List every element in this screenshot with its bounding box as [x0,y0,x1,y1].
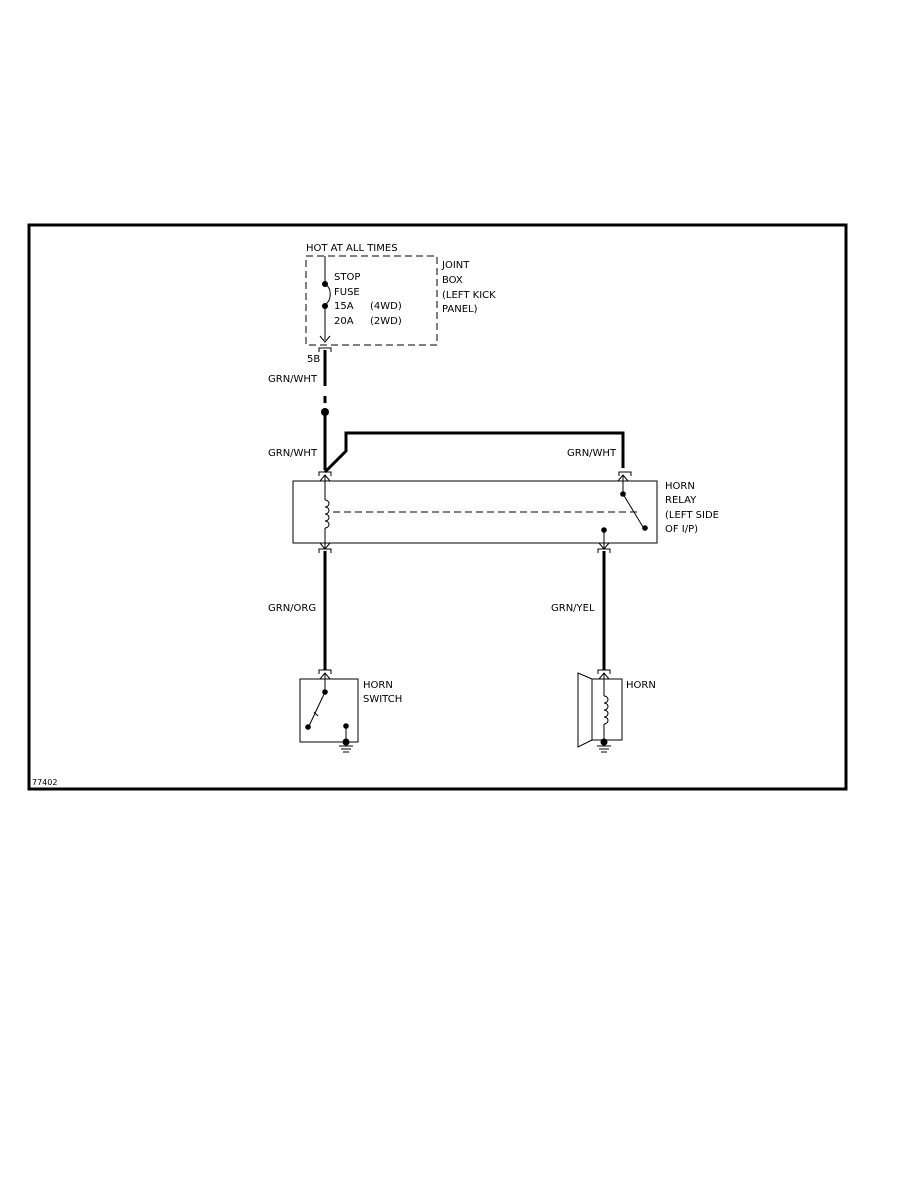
joint-box-label-1: JOINT [441,260,470,271]
horn-label: HORN [626,680,656,691]
relay-switch-contact [601,471,648,548]
fuse-variant-2: (2WD) [370,316,402,327]
horn-switch-contact [305,673,349,742]
fuse-name-line2: FUSE [334,287,360,298]
horn-switch-box [299,678,359,743]
fuse-variant-1: (4WD) [370,301,402,312]
horn-wire-label: GRN/YEL [551,603,595,614]
relay-switch-feed-wire [323,431,625,474]
fuse-rating-1: 15A [334,301,354,312]
relay-switch-feed-label: GRN/WHT [567,448,617,459]
relay-label-1: HORN [665,481,695,492]
horn-coil [603,673,609,742]
fuse-name-line1: STOP [334,272,360,283]
fuse-rating-2: 20A [334,316,354,327]
relay-horn-output-connector [597,542,611,553]
horn-switch-label-1: HORN [363,680,393,691]
diagram-frame [27,223,848,791]
joint-box-label-2: BOX [442,275,463,286]
horn-switch-label-2: SWITCH [363,694,402,705]
stop-fuse [322,256,331,340]
connector-5b [318,335,332,352]
switch-wire-label: GRN/ORG [268,603,316,614]
relay-coil-bottom-connector [318,542,332,553]
relay-coil [324,475,330,548]
connector-pin-label: 5B [307,354,320,365]
relay-label-4: OF I/P) [665,524,698,535]
horn-ground-icon [597,738,611,753]
relay-label-2: RELAY [665,495,697,506]
relay-label-3: (LEFT SIDE [665,510,719,521]
feed-wire-label-lower: GRN/WHT [268,448,318,459]
joint-box-label-3: (LEFT KICK [442,290,496,301]
horn-relay-box [292,480,658,544]
horn-switch-ground-icon [339,738,353,753]
hot-at-all-times-label: HOT AT ALL TIMES [306,243,398,254]
joint-box-label-4: PANEL) [442,304,478,315]
feed-wire-label-upper: GRN/WHT [268,374,318,385]
figure-id: 77402 [32,778,57,787]
horn-icon [577,672,623,748]
